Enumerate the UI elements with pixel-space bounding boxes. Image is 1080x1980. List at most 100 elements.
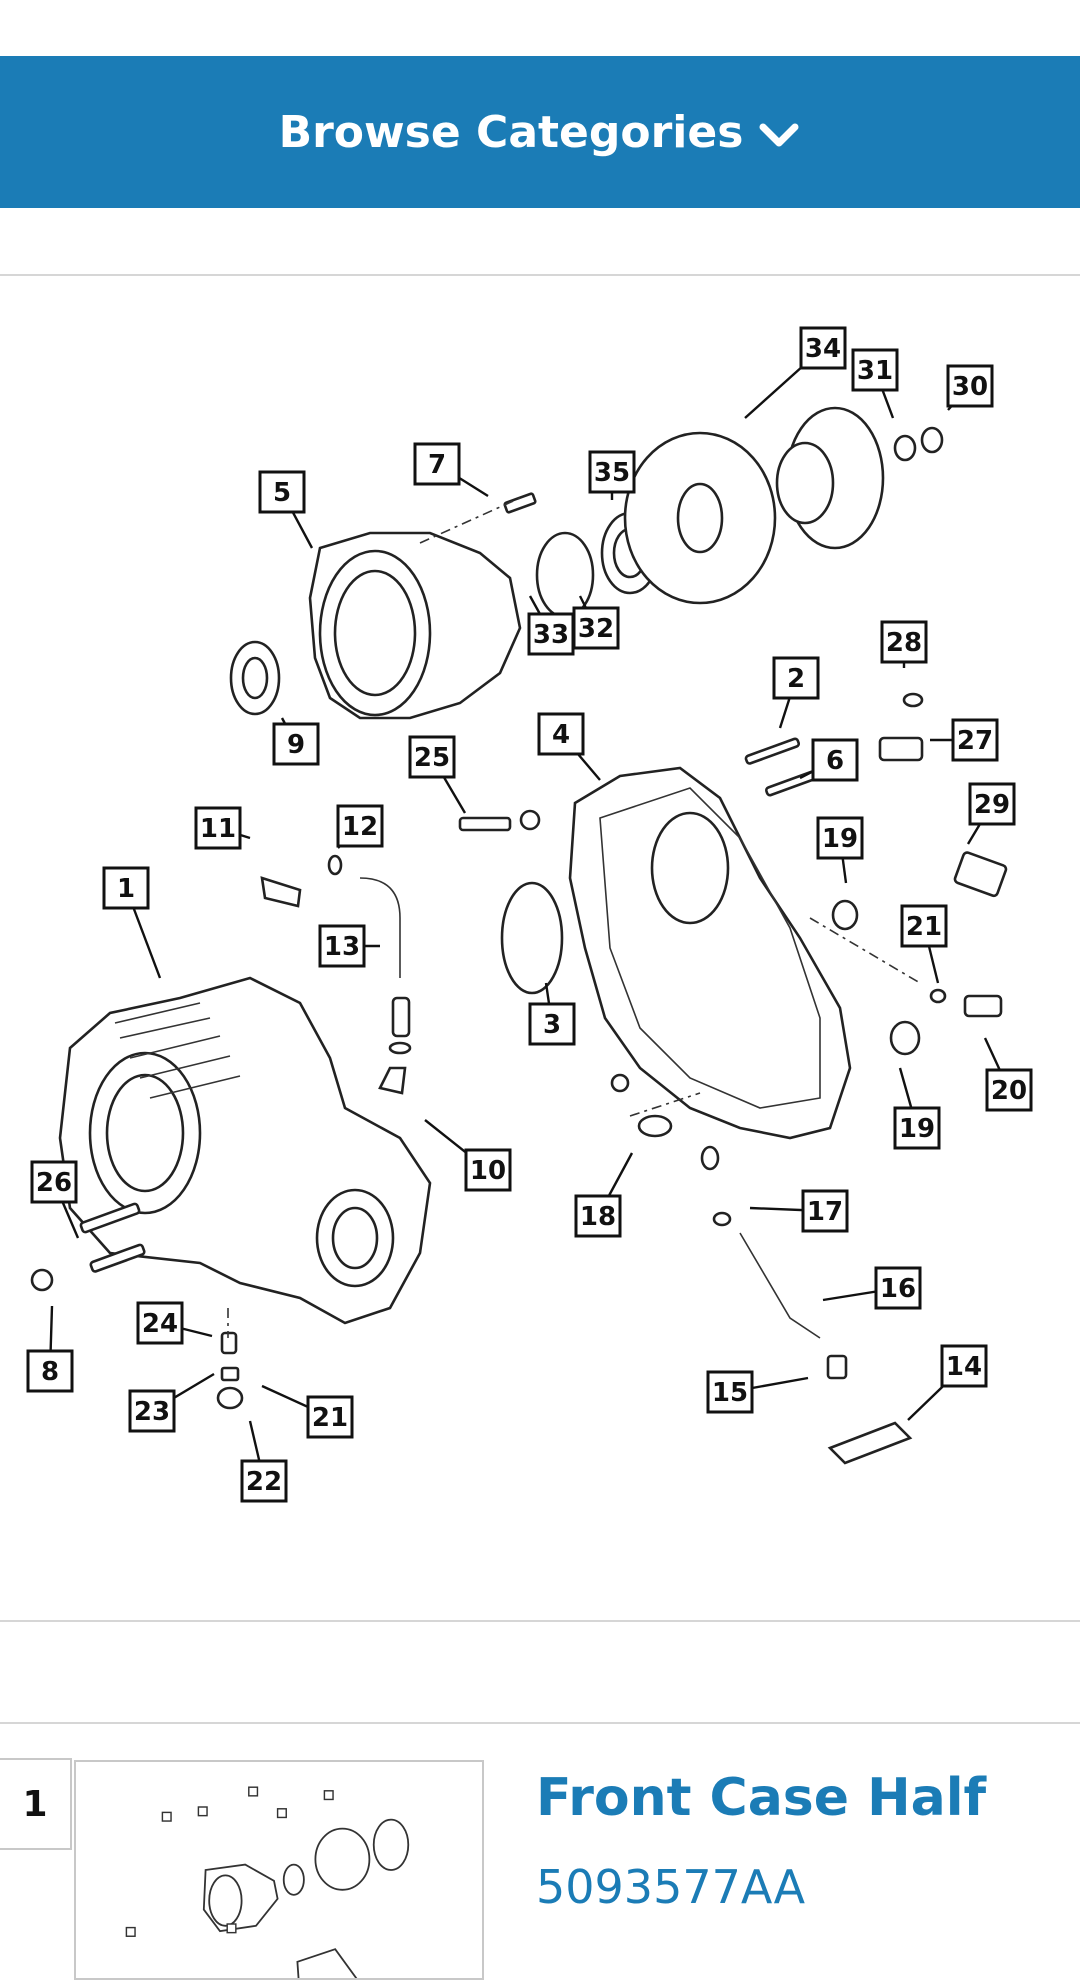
callout-label: 9 xyxy=(287,730,305,760)
callout-box xyxy=(874,1266,922,1310)
callout-label: 35 xyxy=(594,458,630,488)
callout-box xyxy=(985,1068,1033,1112)
callout-box xyxy=(574,1194,622,1238)
callout-label: 19 xyxy=(822,824,858,854)
callout-label: 10 xyxy=(470,1156,506,1186)
callout-34[interactable]: 34 xyxy=(799,326,847,370)
callout-19[interactable]: 19 xyxy=(893,1106,941,1150)
callout-box xyxy=(136,1301,184,1345)
part-title-link[interactable]: Front Case Half xyxy=(536,1768,987,1828)
top-spacer xyxy=(0,0,1080,56)
callout-1[interactable]: 1 xyxy=(102,866,150,910)
callout-11[interactable]: 11 xyxy=(194,806,242,850)
callout-25[interactable]: 25 xyxy=(408,735,456,779)
callout-28[interactable]: 28 xyxy=(880,620,928,664)
callout-9[interactable]: 9 xyxy=(272,722,320,766)
callout-label: 28 xyxy=(886,628,922,658)
callout-14[interactable]: 14 xyxy=(940,1344,988,1388)
callout-5[interactable]: 5 xyxy=(258,470,306,514)
callout-32[interactable]: 32 xyxy=(572,606,620,650)
callout-box xyxy=(464,1148,512,1192)
callout-27[interactable]: 27 xyxy=(951,718,999,762)
callout-box xyxy=(408,735,456,779)
callout-label: 26 xyxy=(36,1168,72,1198)
callout-label: 15 xyxy=(712,1378,748,1408)
thumbnail-diagram-icon xyxy=(125,1786,410,1978)
callout-16[interactable]: 16 xyxy=(874,1266,922,1310)
callout-box xyxy=(951,718,999,762)
callout-21[interactable]: 21 xyxy=(306,1395,354,1439)
callout-label: 2 xyxy=(787,664,805,694)
divider xyxy=(0,1722,1080,1724)
callout-2[interactable]: 2 xyxy=(772,656,820,700)
callout-label: 20 xyxy=(991,1076,1027,1106)
browse-categories-button[interactable]: Browse Categories xyxy=(0,56,1080,208)
callout-label: 14 xyxy=(946,1352,982,1382)
callout-label: 30 xyxy=(952,372,988,402)
callout-box xyxy=(318,924,366,968)
callout-15[interactable]: 15 xyxy=(706,1370,754,1414)
callout-label: 18 xyxy=(580,1202,616,1232)
callout-19[interactable]: 19 xyxy=(816,816,864,860)
callout-10[interactable]: 10 xyxy=(464,1148,512,1192)
callout-12[interactable]: 12 xyxy=(336,804,384,848)
divider xyxy=(0,274,1080,276)
callout-6[interactable]: 6 xyxy=(811,738,859,782)
callout-8[interactable]: 8 xyxy=(26,1349,74,1393)
callout-23[interactable]: 23 xyxy=(128,1389,176,1433)
callout-label: 1 xyxy=(117,874,135,904)
item-number-badge: 1 xyxy=(0,1758,72,1850)
part-thumbnail[interactable] xyxy=(74,1760,484,1980)
callout-label: 19 xyxy=(899,1114,935,1144)
callout-22[interactable]: 22 xyxy=(240,1459,288,1503)
diagram-parts xyxy=(30,406,1008,1465)
callout-label: 16 xyxy=(880,1274,916,1304)
callout-29[interactable]: 29 xyxy=(968,782,1016,826)
callout-box xyxy=(893,1106,941,1150)
callout-box xyxy=(900,904,948,948)
callout-4[interactable]: 4 xyxy=(537,712,585,756)
callout-18[interactable]: 18 xyxy=(574,1194,622,1238)
callout-box xyxy=(968,782,1016,826)
callout-label: 13 xyxy=(324,932,360,962)
callout-label: 31 xyxy=(857,356,893,386)
callout-26[interactable]: 26 xyxy=(30,1160,78,1204)
callout-box xyxy=(801,1189,849,1233)
browse-categories-label: Browse Categories xyxy=(278,106,744,158)
callout-label: 29 xyxy=(974,790,1010,820)
callout-box xyxy=(30,1160,78,1204)
callout-box xyxy=(194,806,242,850)
callout-label: 4 xyxy=(552,720,570,750)
callout-box xyxy=(572,606,620,650)
callout-3[interactable]: 3 xyxy=(528,1002,576,1046)
callout-label: 34 xyxy=(805,334,841,364)
callout-17[interactable]: 17 xyxy=(801,1189,849,1233)
callout-box xyxy=(880,620,928,664)
callout-21[interactable]: 21 xyxy=(900,904,948,948)
callout-box xyxy=(413,442,461,486)
callout-35[interactable]: 35 xyxy=(588,450,636,494)
callout-label: 8 xyxy=(41,1357,59,1387)
callout-box xyxy=(588,450,636,494)
callout-33[interactable]: 33 xyxy=(527,612,575,656)
callout-box xyxy=(240,1459,288,1503)
callout-label: 25 xyxy=(414,743,450,773)
callout-box xyxy=(537,712,585,756)
callout-24[interactable]: 24 xyxy=(136,1301,184,1345)
callout-31[interactable]: 31 xyxy=(851,348,899,392)
part-result-row[interactable]: 1 Front Case Half 5093577AA xyxy=(0,1758,1080,1980)
callout-20[interactable]: 20 xyxy=(985,1068,1033,1112)
callout-box xyxy=(706,1370,754,1414)
callout-30[interactable]: 30 xyxy=(946,364,994,408)
divider xyxy=(0,1620,1080,1622)
callout-7[interactable]: 7 xyxy=(413,442,461,486)
callout-box xyxy=(102,866,150,910)
callout-13[interactable]: 13 xyxy=(318,924,366,968)
callout-box xyxy=(26,1349,74,1393)
callout-box xyxy=(128,1389,176,1433)
chevron-down-icon xyxy=(759,123,799,147)
callout-label: 23 xyxy=(134,1397,170,1427)
callout-label: 32 xyxy=(578,614,614,644)
